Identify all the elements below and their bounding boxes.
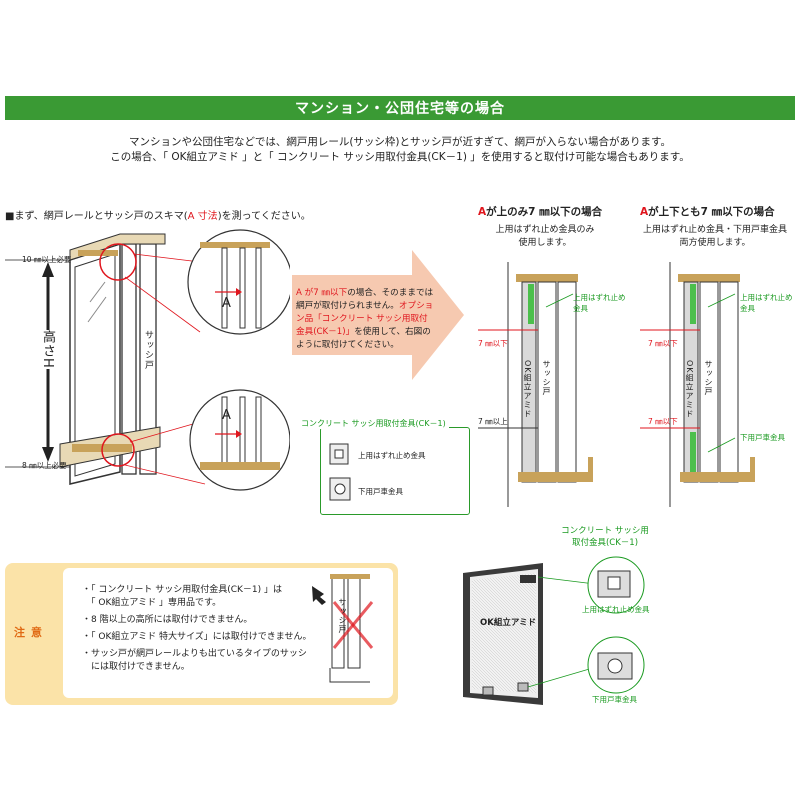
notice-item: 「 OK組立アミド 」専用品です。 — [82, 598, 222, 608]
case2-heading-a: A — [640, 206, 649, 218]
sash-label-left: サッシ戸 — [143, 330, 153, 370]
case1-dim-top: 7 ㎜以下 — [478, 339, 508, 348]
notice-illustration — [312, 574, 374, 683]
case2-top-bracket: 上用はずれ止め金具 — [740, 293, 793, 313]
arrow-text-condition: A が7 ㎜以下 — [296, 288, 348, 298]
a-label-bottom: A — [222, 408, 231, 423]
notice-item: ・8 階以上の高所には取付けできません。 — [82, 615, 253, 625]
bottom-gap-label: 8 ㎜以上必要 — [22, 461, 67, 470]
case1-heading: Aが上のみ7 ㎜以下の場合 — [478, 204, 602, 219]
section-banner: マンション・公団住宅等の場合 — [5, 96, 795, 120]
arrow-text-1b: の場合、そのままでは網戸が取付けられません。 — [296, 288, 434, 311]
a-label-top: A — [222, 296, 231, 311]
intro-line-2: この場合、「 OK組立アミド 」と「 コンクリート サッシ用取付金具(CK－1)… — [110, 151, 690, 163]
top-gap-label: 10 ㎜以上必要 — [22, 255, 72, 264]
measure-instruction: ■まず、網戸レールとサッシ戸のスキマ(A 寸法)を測ってください。 — [5, 207, 311, 222]
screen-bottom-part: 下用戸車金具 — [592, 695, 637, 704]
screen-illustration — [463, 556, 645, 705]
screen-bracket-title-1: コンクリート サッシ用 — [561, 526, 649, 536]
case1-okamido: OK組立アミド — [523, 360, 532, 419]
big-arrow — [292, 250, 464, 380]
case1-sub1: 上用はずれ止め金具のみ — [495, 225, 595, 235]
case2-bottom-bracket: 下用戸車金具 — [740, 433, 785, 442]
case2-okamido: OK組立アミド — [685, 360, 694, 419]
screen-top-part: 上用はずれ止め金具 — [582, 605, 650, 614]
case1-diagram — [478, 262, 593, 507]
case1-heading-a: A — [478, 206, 487, 218]
case2-dim-top: 7 ㎜以下 — [648, 339, 678, 348]
screen-bracket-title: コンクリート サッシ用 取付金具(CK－1) — [560, 525, 650, 549]
screen-label: OK組立アミド — [480, 618, 537, 628]
arrow-text-2b: を使用して、右図のように取付けてください。 — [296, 327, 431, 350]
case1-sub2: 使用します。 — [518, 238, 572, 248]
measure-label-post: )を測ってください。 — [217, 211, 311, 222]
case1-dim-bottom: 7 ㎜以上 — [478, 417, 508, 426]
notice-item: ・サッシ戸が網戸レールよりも出ているタイプのサッシ — [82, 649, 307, 659]
case2-dim-bottom: 7 ㎜以下 — [648, 417, 678, 426]
case2-description: 上用はずれ止め金具・下用戸車金具 両方使用します。 — [630, 224, 800, 250]
measure-label-a: A 寸法 — [187, 211, 218, 222]
ck1-top-part: 上用はずれ止め金具 — [358, 451, 426, 460]
notice-item: には取付けできません。 — [82, 662, 190, 672]
notice-item: ・「 OK組立アミド 特大サイズ」には取付けできません。 — [82, 632, 312, 642]
screen-bracket-title-2: 取付金具(CK－1) — [571, 538, 639, 548]
ck1-parts-icons — [329, 443, 351, 501]
case2-sub1: 上用はずれ止め金具・下用戸車金具 — [642, 225, 787, 235]
height-label: 高さH — [38, 330, 57, 369]
case1-sash: サッシ戸 — [542, 360, 551, 396]
case2-sash: サッシ戸 — [704, 360, 713, 396]
case1-description: 上用はずれ止め金具のみ 使用します。 — [490, 224, 600, 250]
measure-label-pre: ■まず、網戸レールとサッシ戸のスキマ( — [5, 211, 188, 222]
notice-label: 注意 — [14, 626, 48, 639]
notice-list: ・「 コンクリート サッシ用取付金具(CK－1) 」は 「 OK組立アミド 」専… — [82, 584, 312, 674]
case1-heading-rest: が上のみ7 ㎜以下の場合 — [486, 206, 603, 218]
window-measure-diagram — [5, 229, 290, 491]
arrow-text-option: オプション品「コンクリート サッシ用取付金具(CK－1)」 — [296, 301, 434, 337]
case1-top-bracket: 上用はずれ止め金具 — [573, 293, 626, 313]
arrow-instruction: A が7 ㎜以下の場合、そのままでは網戸が取付けられません。オプション品「コンク… — [296, 287, 434, 352]
case2-heading-rest: が上下とも7 ㎜以下の場合 — [648, 206, 775, 218]
ck1-bottom-part: 下用戸車金具 — [358, 487, 403, 496]
ck1-box-title: コンクリート サッシ用取付金具(CK－1) — [298, 418, 449, 429]
case2-sub2: 両方使用します。 — [679, 238, 751, 248]
case2-diagram — [640, 262, 755, 507]
case2-heading: Aが上下とも7 ㎜以下の場合 — [640, 204, 775, 219]
notice-sash-label: サッシ戸 — [338, 598, 347, 634]
notice-item: ・「 コンクリート サッシ用取付金具(CK－1) 」は — [82, 585, 283, 595]
intro-line-1: マンションや公団住宅などでは、網戸用レール(サッシ枠)とサッシ戸が近すぎて、網戸… — [129, 136, 671, 148]
